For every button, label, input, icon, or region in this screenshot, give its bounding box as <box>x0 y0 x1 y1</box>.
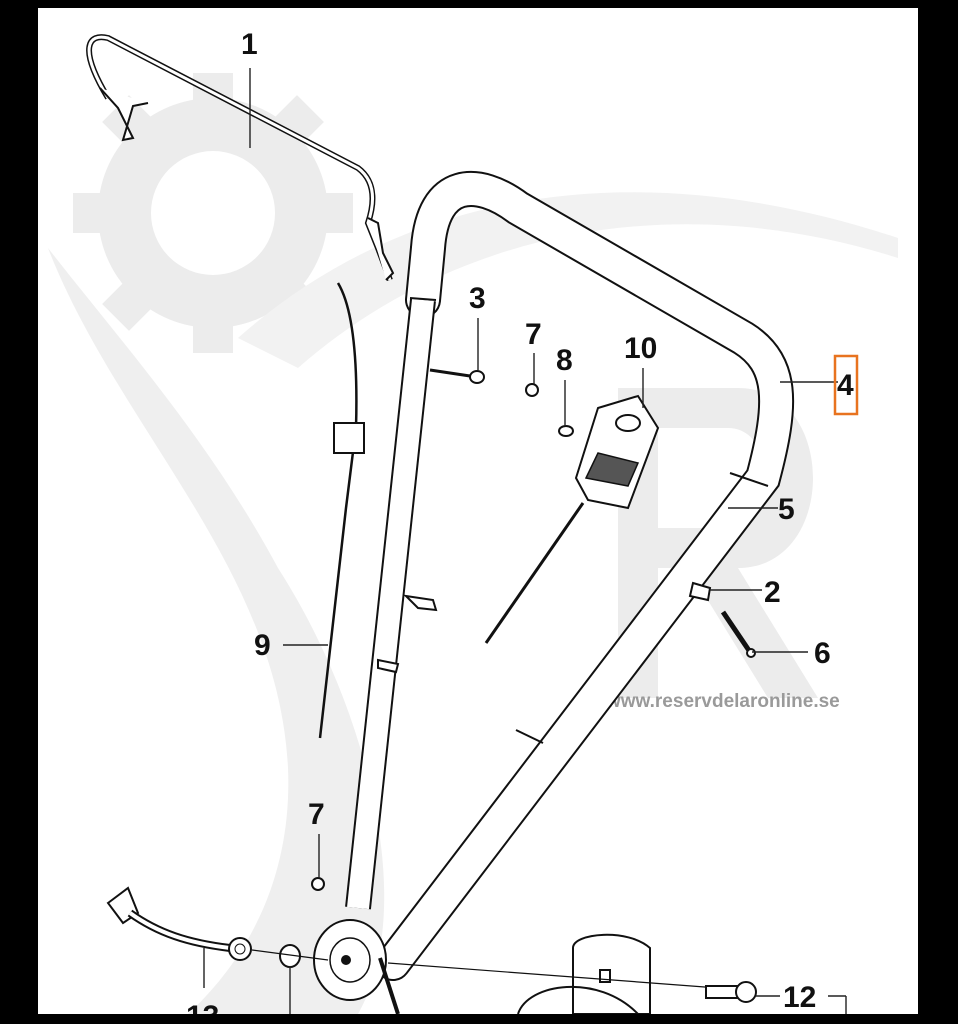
callout-7-top: 7 <box>525 318 542 351</box>
bolt-part-12 <box>387 962 757 1003</box>
highlight-box-4 <box>833 354 859 416</box>
gear-watermark-icon <box>73 73 353 353</box>
screw-part-6 <box>720 610 756 658</box>
parts-diagram-frame: www.reservdelaronline.se <box>38 8 918 1014</box>
switch-box-part <box>484 394 660 644</box>
cable-guide-part <box>377 594 438 674</box>
callout-9: 9 <box>254 629 271 662</box>
callout-6: 6 <box>814 637 831 670</box>
callout-13: 13 <box>186 1000 219 1014</box>
hub-part <box>313 919 387 1001</box>
washer-part-8 <box>558 425 574 437</box>
callout-8: 8 <box>556 344 573 377</box>
deck-bracket-part <box>517 933 651 1014</box>
callout-7-lower: 7 <box>308 798 325 831</box>
swoosh-top-watermark-icon <box>238 192 898 368</box>
bail-clip-right-part <box>367 217 395 281</box>
callout-5: 5 <box>778 493 795 526</box>
nut-part-7-top <box>525 383 539 397</box>
callout-10: 10 <box>624 332 657 365</box>
cable-clip-part <box>333 422 365 454</box>
parts-diagram: www.reservdelaronline.se <box>48 28 898 1014</box>
bushing-part-2 <box>688 581 712 602</box>
nut-part-7-lower <box>311 877 325 891</box>
callout-12: 12 <box>783 981 816 1014</box>
callout-3: 3 <box>469 282 486 315</box>
watermark-url: www.reservdelaronline.se <box>605 691 840 712</box>
callout-1: 1 <box>241 28 258 61</box>
adjust-lever-part <box>106 886 252 961</box>
bail-clip-left-part <box>99 87 149 142</box>
bolt-part-3 <box>429 368 485 384</box>
swoosh-watermark-icon <box>48 248 385 1014</box>
callout-4[interactable]: 4 <box>837 369 854 402</box>
callout-2: 2 <box>764 576 781 609</box>
